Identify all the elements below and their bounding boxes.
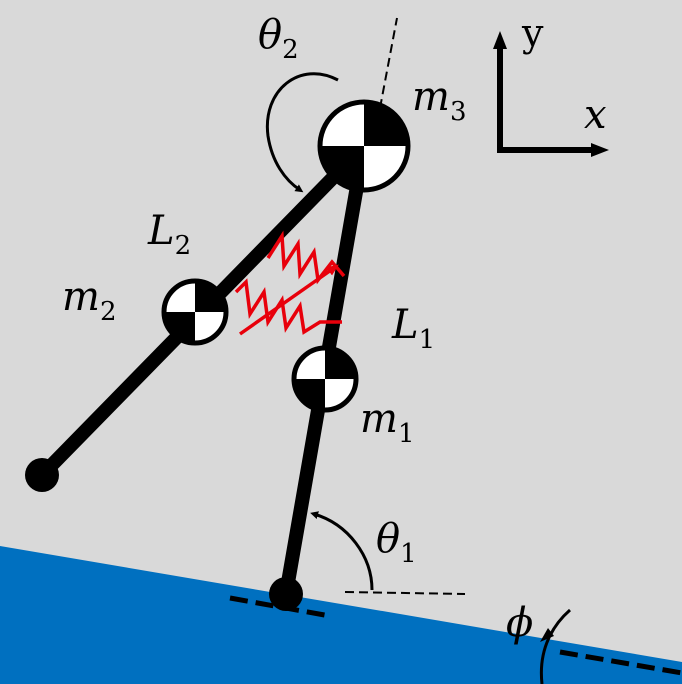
theta2-curved-arrow-icon	[265, 72, 339, 193]
theta1-reference-line	[344, 591, 466, 595]
m1-label: m1	[360, 396, 414, 449]
theta2-label: θ2	[258, 12, 299, 65]
foot-1	[269, 577, 303, 611]
torsion-spring-icon	[234, 230, 346, 336]
slope-dashed-line-left	[229, 595, 331, 619]
slope-dashed-line-right	[559, 649, 682, 676]
m3-label: m3	[412, 74, 466, 127]
center-of-mass-m1	[291, 345, 359, 413]
m2-label: m2	[62, 274, 116, 327]
spring-coil-lower	[234, 278, 342, 335]
vertical-reference-line	[379, 17, 398, 109]
x-axis-label: x	[584, 92, 607, 138]
phi-label: ϕ	[506, 600, 533, 646]
phi-arrowhead	[540, 628, 554, 642]
spring-stiffness-arrow	[238, 264, 339, 336]
L2-label: L2	[147, 208, 191, 261]
foot-2	[25, 458, 59, 492]
L1-label: L1	[391, 302, 435, 355]
theta1-label: θ1	[376, 516, 417, 569]
theta1-curved-arrow-icon	[310, 511, 374, 591]
inclined-ground	[0, 546, 682, 684]
center-of-mass-m3	[317, 99, 411, 193]
coordinate-axes	[493, 31, 609, 157]
y-axis-label: y	[521, 11, 544, 55]
phi-curved-arrow-icon	[539, 608, 571, 684]
center-of-mass-m2	[161, 278, 229, 346]
